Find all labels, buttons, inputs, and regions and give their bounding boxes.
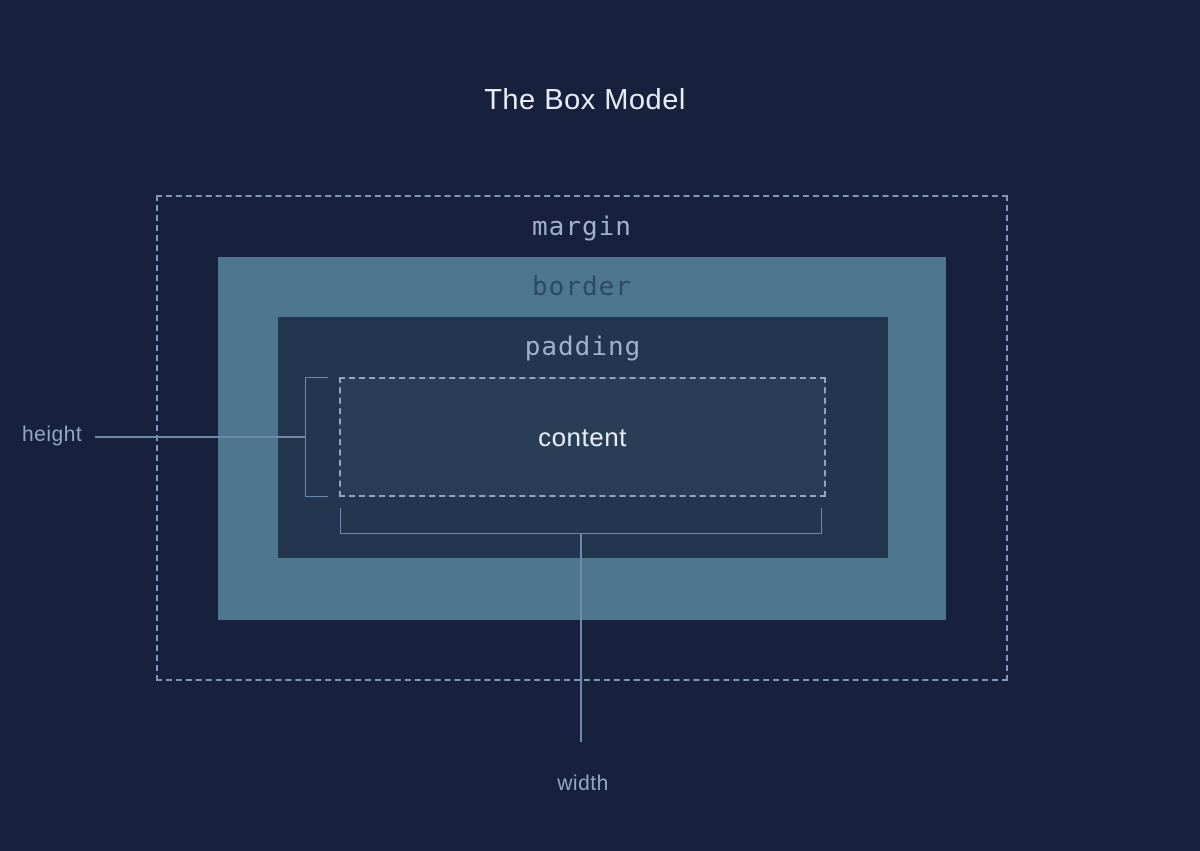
content-label: content — [538, 421, 627, 452]
height-label: height — [22, 423, 83, 446]
height-bracket — [305, 377, 328, 497]
width-bracket — [340, 508, 822, 534]
padding-label: padding — [524, 332, 642, 362]
height-annotation-line — [95, 436, 306, 438]
margin-label: margin — [532, 212, 632, 242]
diagram-title: The Box Model — [484, 84, 686, 116]
width-annotation-line — [580, 533, 582, 742]
width-label: width — [557, 772, 609, 795]
content-box: content — [339, 377, 826, 497]
border-label: border — [532, 272, 632, 302]
margin-box: margin — [156, 195, 1008, 681]
